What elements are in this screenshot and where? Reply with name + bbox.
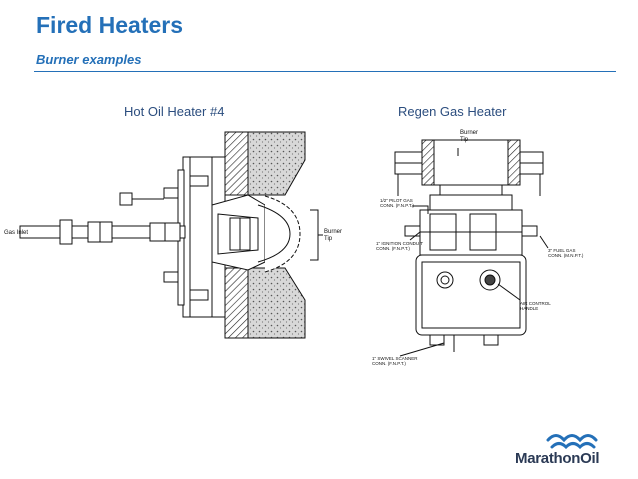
left-burner-tip-label-1: Burner [324, 229, 342, 235]
ignition-conduit-label-1: 1" IGNITION CONDUIT [376, 241, 423, 246]
right-diagram-caption: Regen Gas Heater [398, 104, 507, 119]
regen-gas-heater-burner-drawing [394, 139, 549, 357]
marathon-wave-logo-icon [546, 434, 598, 450]
steel-wall-lower [224, 267, 249, 339]
gas-inlet-label: Gas Inlet [4, 230, 28, 236]
title-divider [34, 71, 616, 72]
firebox-top [421, 139, 521, 186]
burner-tip-dome [264, 195, 301, 273]
scanner-conn-label-1: 1" SWIVEL SCANNER [372, 356, 418, 361]
pilot-gas-label-2: CONN. (F.N.P.T.) [380, 203, 414, 208]
right-burner-tip-label-1: Burner [460, 130, 478, 136]
air-control-label-2: HANDLE [520, 306, 538, 311]
slide-title: Fired Heaters [36, 12, 184, 38]
slide-subtitle: Burner examples [36, 52, 142, 67]
marathon-oil-logo: MarathonOil [515, 450, 600, 467]
scanner-conn-label-2: CONN. (F.N.P.T.) [372, 361, 406, 366]
air-control-label-1: AIR CONTROL [520, 301, 551, 306]
refractory-upper [247, 131, 306, 196]
pilot-gas-label-1: 1/2" PILOT GAS [380, 198, 413, 203]
right-burner-tip-label-2: Tip [460, 137, 469, 143]
fuel-gas-label-1: 3" FUEL GAS [548, 248, 575, 253]
hot-oil-heater-burner-drawing [19, 131, 323, 339]
steel-wall-upper [224, 131, 249, 196]
fuel-gas-label-2: CONN. (M.N.P.T.) [548, 253, 584, 258]
refractory-lower [247, 267, 306, 339]
left-burner-tip-label-2: Tip [324, 236, 333, 242]
burner-tip-bracket [310, 209, 323, 261]
ignition-conduit-label-2: CONN. (F.N.P.T.) [376, 246, 410, 251]
left-diagram-caption: Hot Oil Heater #4 [124, 104, 225, 119]
